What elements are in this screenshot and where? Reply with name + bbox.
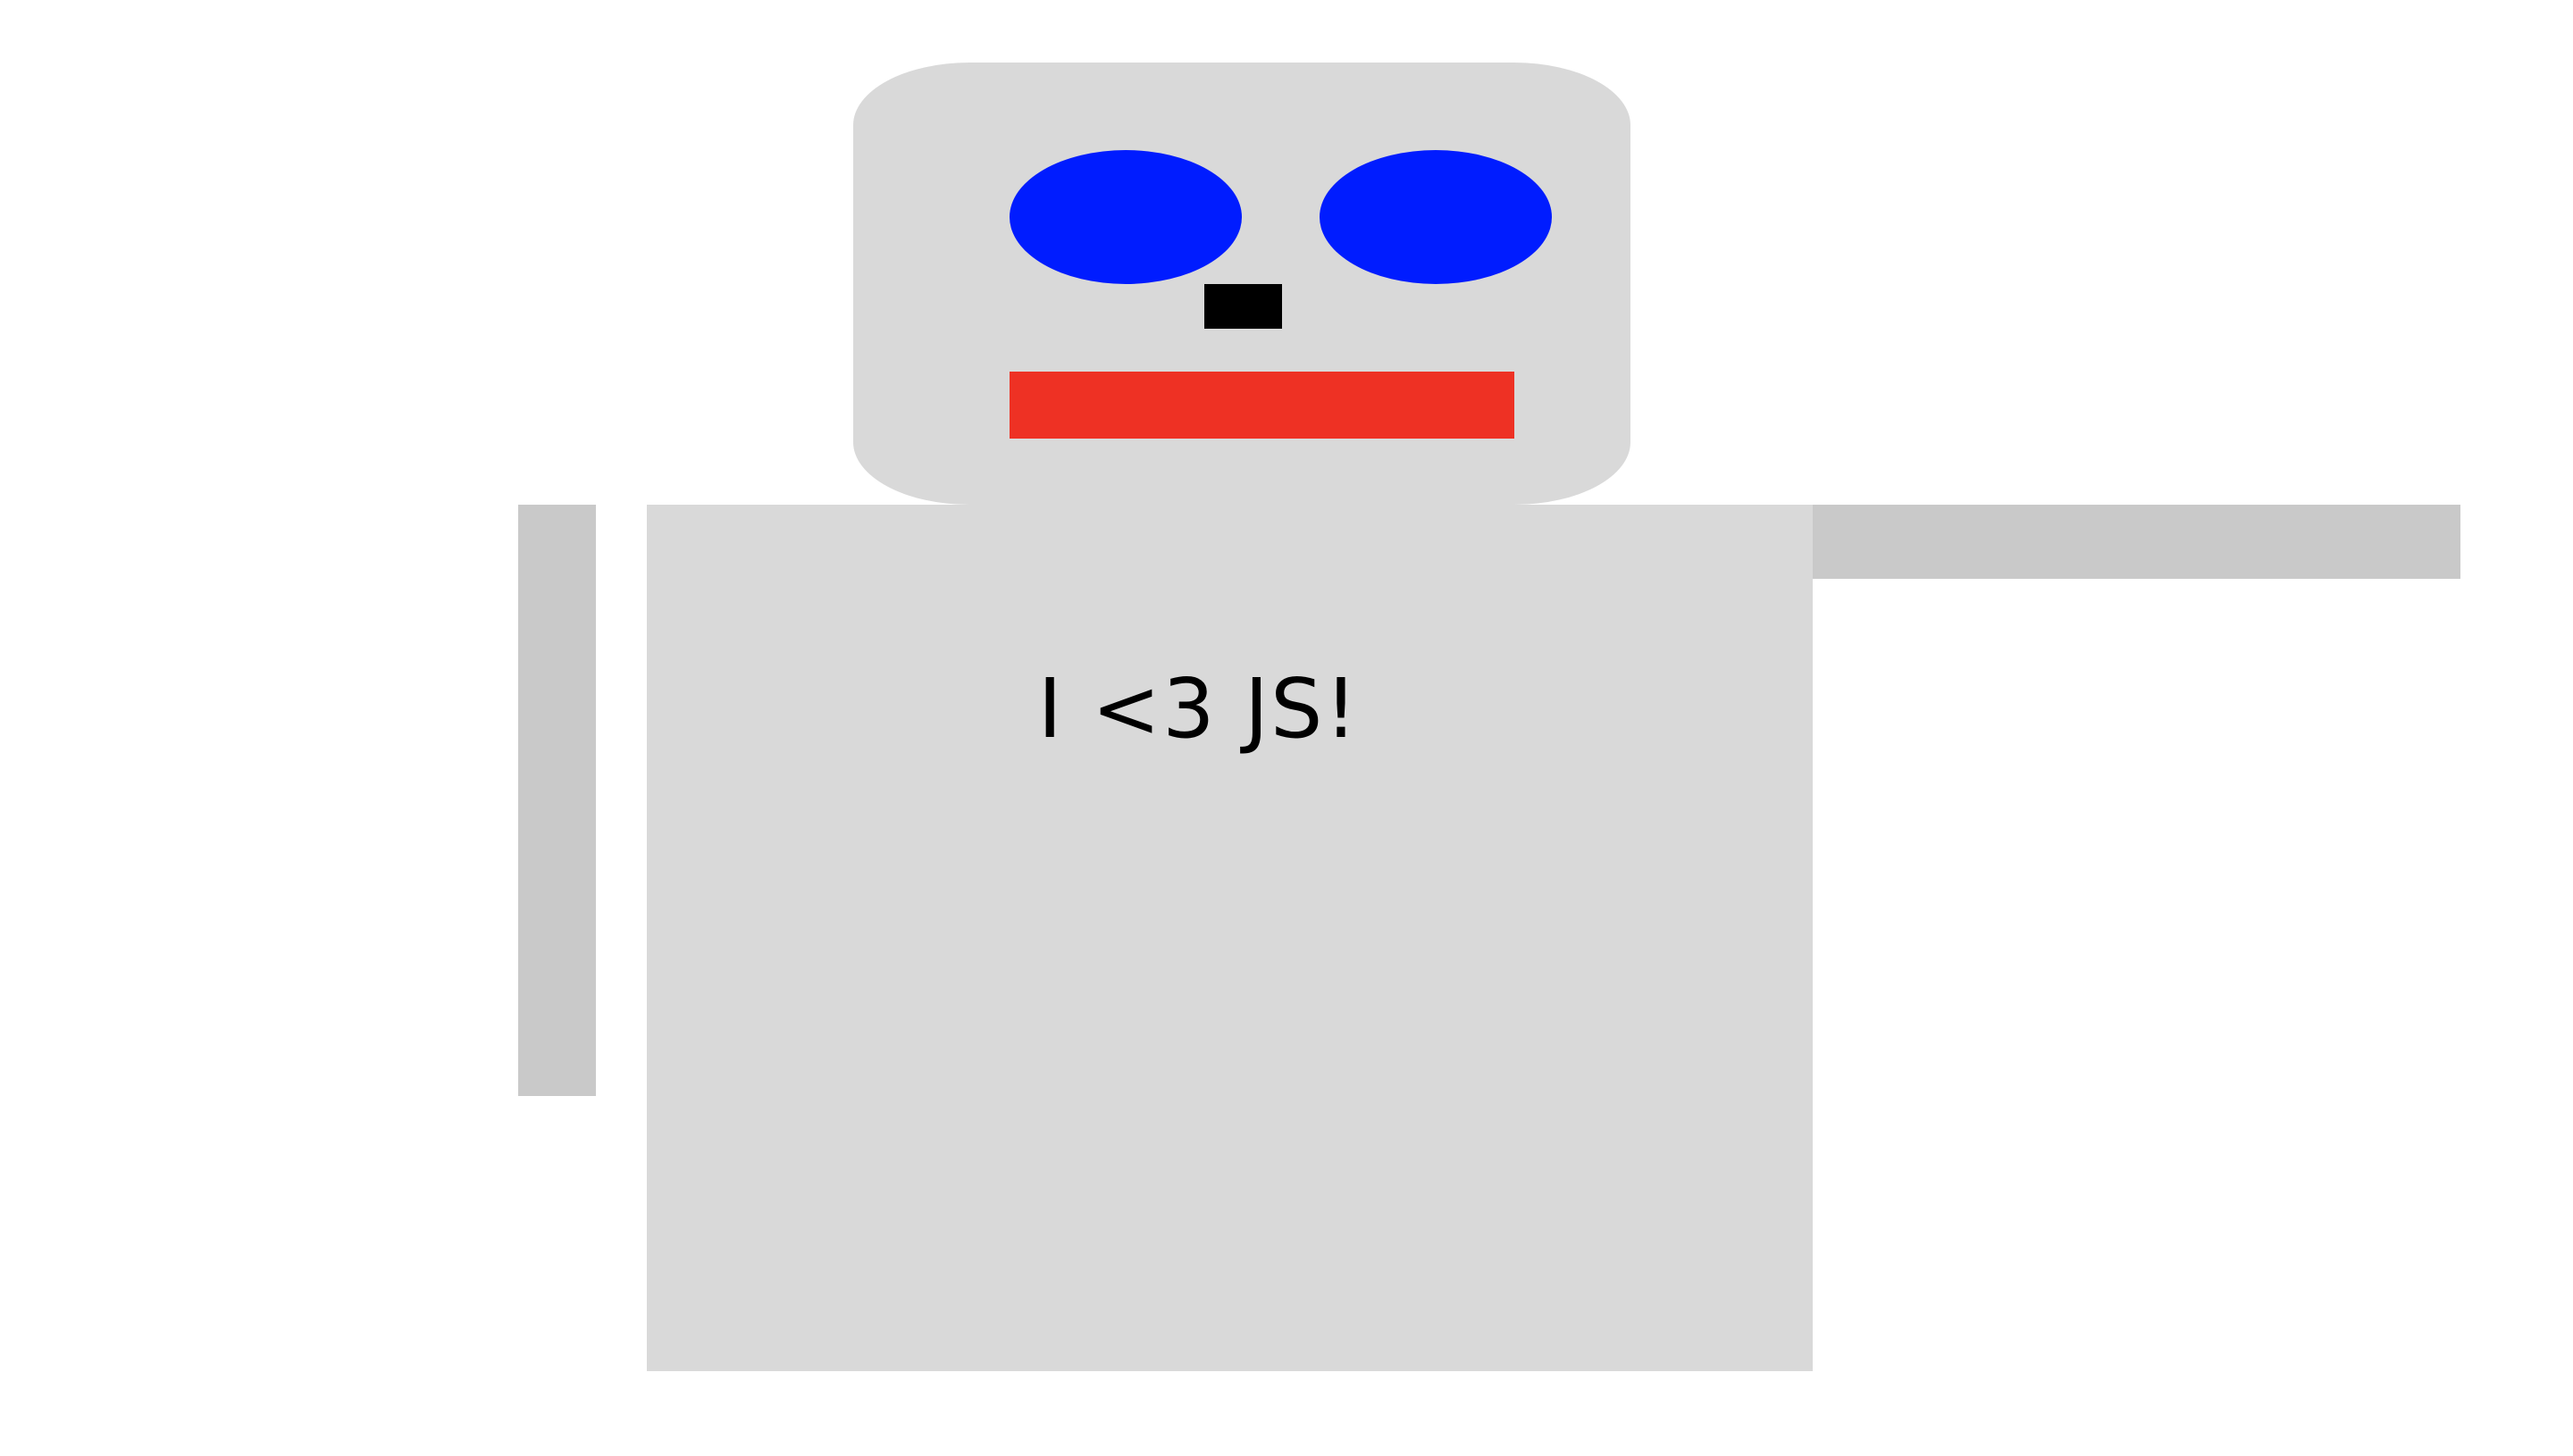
robot-mouth bbox=[1010, 372, 1514, 439]
robot-body: I <3 JS! bbox=[647, 505, 1813, 1371]
shirt-text: I <3 JS! bbox=[1037, 661, 1360, 757]
robot-right-arm bbox=[1813, 505, 2460, 579]
robot-left-arm bbox=[518, 505, 596, 1096]
robot-right-eye bbox=[1320, 150, 1552, 284]
robot-nose bbox=[1204, 284, 1282, 329]
robot-left-eye bbox=[1010, 150, 1242, 284]
